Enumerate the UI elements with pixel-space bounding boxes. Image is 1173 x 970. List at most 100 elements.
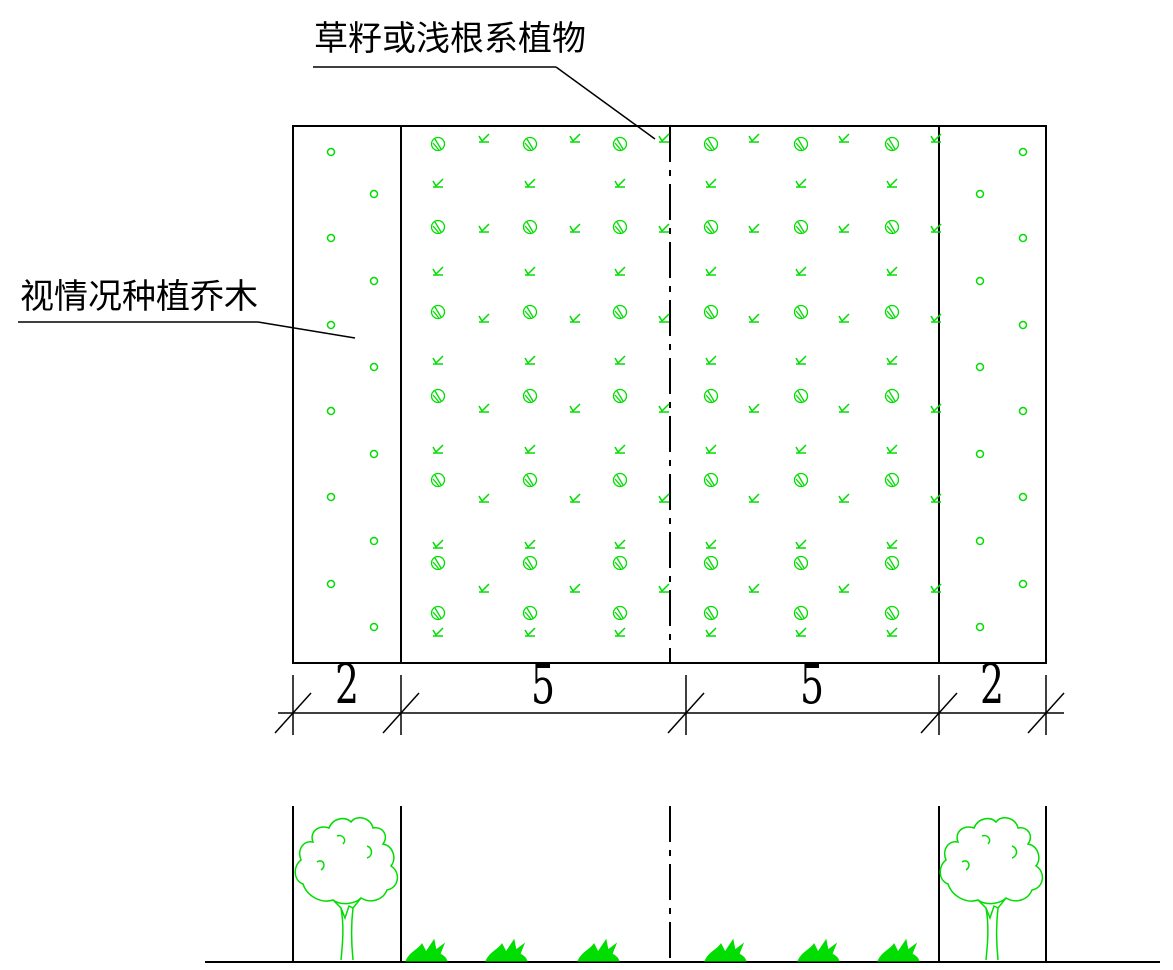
check-marker-icon [524,355,536,365]
check-marker-icon [569,133,581,143]
check-marker-icon [886,627,898,637]
circle-marker-icon [326,320,336,330]
seed-marker-icon [703,555,719,571]
seed-marker-icon [793,136,809,152]
seed-marker-icon [703,388,719,404]
circle-marker-icon [369,536,379,546]
label-top-leader [555,66,656,140]
grass-tuft-icon [797,938,840,962]
check-marker-icon [748,313,760,323]
check-marker-icon [614,266,626,276]
check-marker-icon [795,355,807,365]
check-marker-icon [524,444,536,454]
circle-marker-icon [369,449,379,459]
check-marker-icon [886,355,898,365]
seed-marker-icon [612,605,628,621]
dim-label-3: 5 [800,653,824,716]
circle-marker-icon [975,189,985,199]
circle-marker-icon [975,276,985,286]
check-marker-icon [432,627,444,637]
check-marker-icon [748,223,760,233]
check-marker-icon [795,539,807,549]
seed-marker-icon [430,472,446,488]
check-marker-icon [930,583,942,593]
dim-tick-3 [667,692,705,734]
check-marker-icon [748,133,760,143]
check-marker-icon [569,493,581,503]
seed-marker-icon [430,136,446,152]
dim-label-4: 2 [980,653,1004,716]
seed-marker-icon [612,472,628,488]
seed-marker-icon [430,555,446,571]
check-marker-icon [838,403,850,413]
circle-marker-icon [326,147,336,157]
check-marker-icon [658,493,670,503]
check-marker-icon [478,493,490,503]
seed-marker-icon [430,219,446,235]
seed-marker-icon [884,555,900,571]
circle-marker-icon [326,233,336,243]
check-marker-icon [838,313,850,323]
circle-marker-icon [975,536,985,546]
circle-marker-icon [326,579,336,589]
check-marker-icon [748,493,760,503]
seed-marker-icon [430,304,446,320]
check-marker-icon [524,178,536,188]
seed-marker-icon [522,136,538,152]
check-marker-icon [569,313,581,323]
seed-marker-icon [793,219,809,235]
check-marker-icon [930,223,942,233]
circle-marker-icon [1018,320,1028,330]
check-marker-icon [614,178,626,188]
circle-marker-icon [369,189,379,199]
seed-marker-icon [793,304,809,320]
seed-marker-icon [884,136,900,152]
grass-row [405,938,920,962]
check-marker-icon [705,539,717,549]
check-marker-icon [838,583,850,593]
grass-tuft-icon [405,938,448,962]
tree-icon [939,817,1044,961]
label-left: 视情况种植乔木 [20,277,258,317]
circle-marker-icon [1018,492,1028,502]
check-marker-icon [930,493,942,503]
dim-tick-2 [382,692,420,734]
check-marker-icon [658,313,670,323]
check-marker-icon [432,266,444,276]
check-marker-icon [524,539,536,549]
check-marker-icon [705,178,717,188]
seed-marker-icon [522,388,538,404]
circle-marker-icon [369,622,379,632]
check-marker-icon [795,627,807,637]
seed-marker-icon [612,555,628,571]
check-marker-icon [838,133,850,143]
check-marker-icon [930,313,942,323]
seed-marker-icon [793,555,809,571]
seed-marker-icon [612,136,628,152]
circle-marker-icon [1018,147,1028,157]
seed-marker-icon [884,388,900,404]
check-marker-icon [569,403,581,413]
seed-marker-icon [522,304,538,320]
seed-marker-icon [884,605,900,621]
seed-marker-icon [522,472,538,488]
circle-marker-icon [975,362,985,372]
check-marker-icon [432,539,444,549]
check-marker-icon [795,444,807,454]
seed-marker-icon [703,136,719,152]
check-marker-icon [795,178,807,188]
check-marker-icon [432,444,444,454]
plant-markers [326,133,1028,637]
check-marker-icon [886,539,898,549]
check-marker-icon [658,133,670,143]
check-marker-icon [614,627,626,637]
seed-marker-icon [430,605,446,621]
check-marker-icon [658,223,670,233]
seed-marker-icon [884,304,900,320]
check-marker-icon [705,355,717,365]
grass-tuft-icon [704,938,747,962]
seed-marker-icon [884,472,900,488]
seed-marker-icon [703,605,719,621]
